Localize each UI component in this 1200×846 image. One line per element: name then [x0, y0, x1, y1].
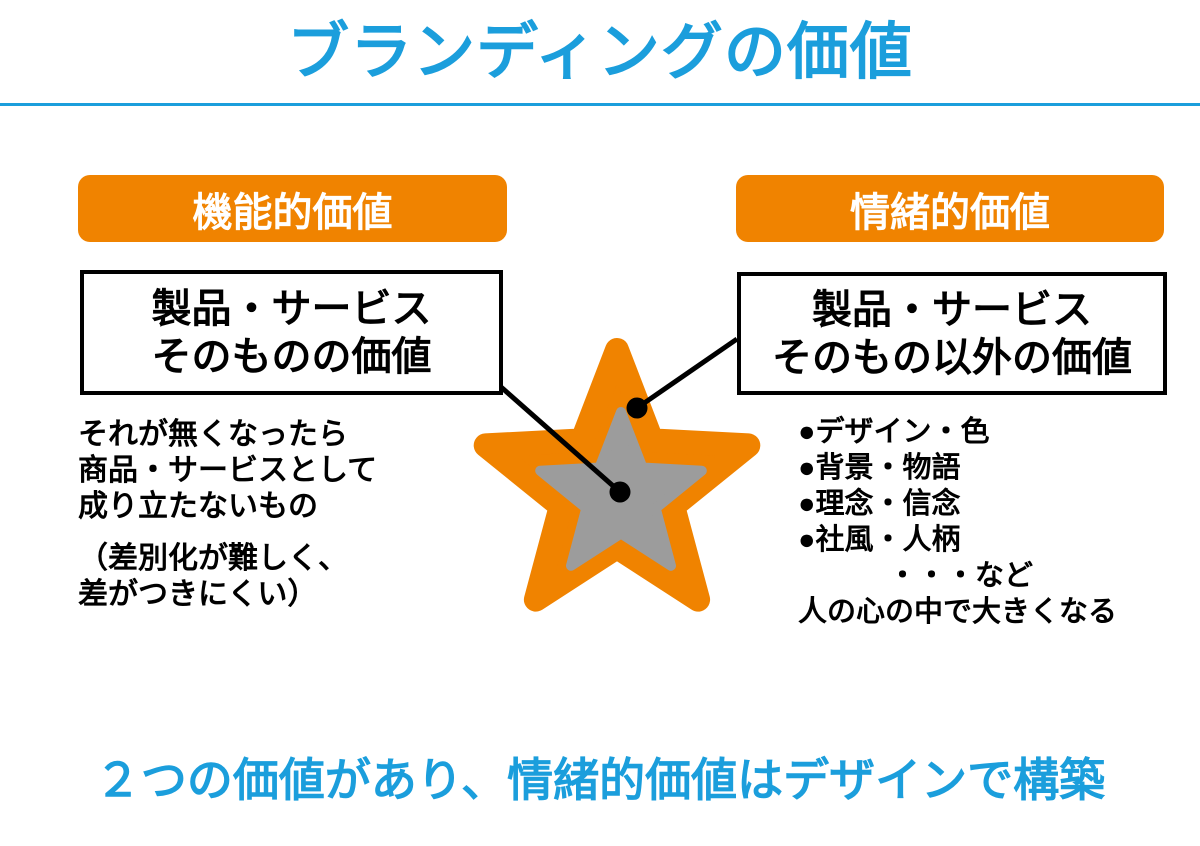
emotional-connector-dot — [626, 397, 648, 419]
emotional-growth-note: 人の心の中で大きくなる — [798, 596, 1118, 628]
functional-value-box: 製品・サービス そのものの価値 — [80, 270, 503, 395]
emotional-etc-label: ・・・など — [888, 560, 1034, 592]
functional-note-line-2: 差がつきにくい） — [78, 578, 318, 611]
functional-note-line-1: （差別化が難しく、 — [78, 542, 348, 575]
functional-description: それが無くなったら 商品・サービスとして 成り立たないもの （差別化が難しく、 … — [78, 417, 377, 613]
emotional-connector-line — [635, 336, 739, 411]
outer-star-icon — [473, 338, 761, 612]
conclusion-text: ２つの価値があり、情緒的価値はデザインで構築 — [94, 754, 1106, 806]
emotional-bullet-culture: ●社風・人柄 — [798, 524, 961, 556]
functional-box-line-1: 製品・サービス — [151, 286, 432, 331]
functional-desc-line-2: 商品・サービスとして — [78, 454, 378, 487]
functional-value-header: 機能的価値 — [78, 175, 507, 242]
functional-note: （差別化が難しく、 差がつきにくい） — [78, 541, 377, 613]
functional-desc-line-3: 成り立たないもの — [78, 490, 318, 523]
emotional-box-line-2: そのもの以外の価値 — [772, 335, 1132, 380]
title-underline — [0, 103, 1200, 106]
functional-connector-dot — [609, 481, 631, 503]
emotional-bullet-design: ●デザイン・色 — [798, 416, 990, 448]
emotional-bullet-story: ●背景・物語 — [798, 452, 961, 484]
emotional-bullet-belief: ●理念・信念 — [798, 488, 961, 520]
functional-box-line-2: そのものの価値 — [151, 334, 432, 379]
inner-star-icon — [535, 407, 707, 571]
emotional-value-header: 情緒的価値 — [736, 175, 1164, 242]
page-title: ブランディングの価値 — [287, 18, 913, 87]
emotional-box-line-1: 製品・サービス — [812, 287, 1092, 332]
functional-connector-line — [499, 385, 622, 494]
emotional-value-box: 製品・サービス そのもの以外の価値 — [737, 272, 1167, 395]
functional-desc-line-1: それが無くなったら — [78, 418, 348, 451]
emotional-details: ●デザイン・色 ●背景・物語 ●理念・信念 ●社風・人柄 ・・・など 人の心の中… — [798, 414, 1117, 630]
